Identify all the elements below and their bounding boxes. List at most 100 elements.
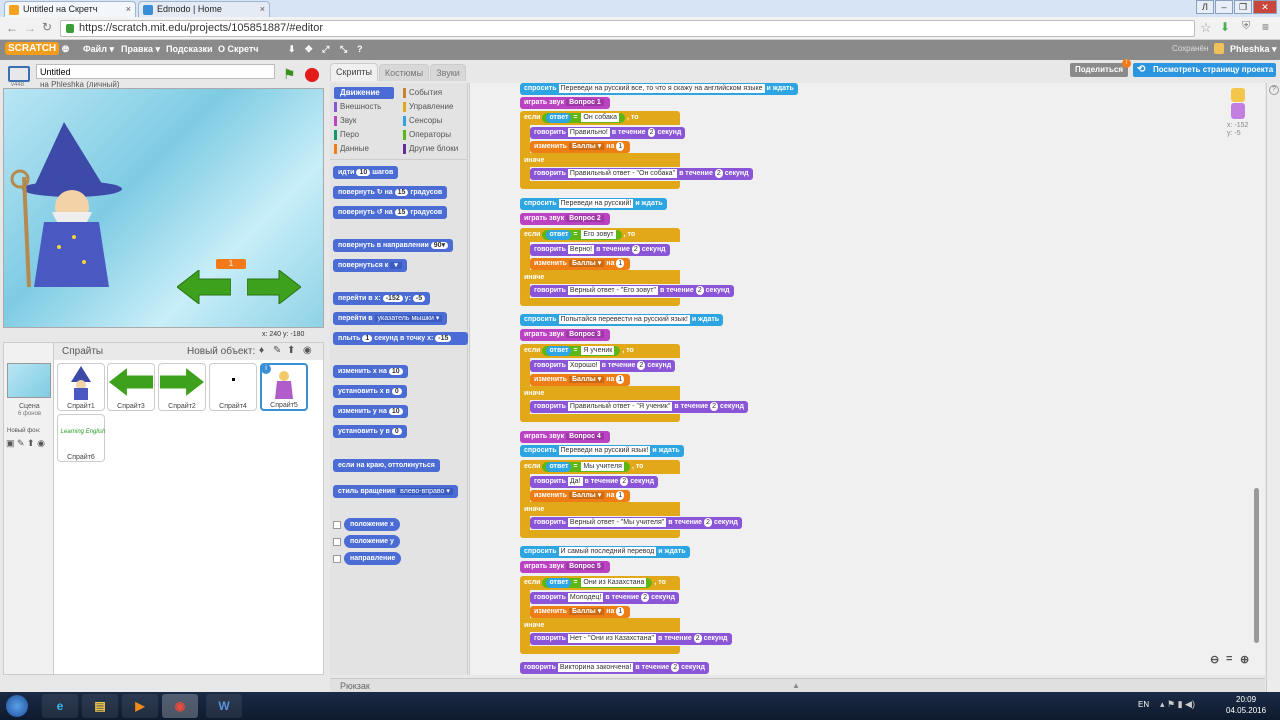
- url-field[interactable]: https://scratch.mit.edu/projects/1058518…: [60, 20, 1195, 37]
- backpack-bar[interactable]: Рюкзак ▲: [330, 678, 1265, 692]
- block-glide[interactable]: плыть 1 секунд в точку x: -15: [333, 332, 468, 345]
- upload-icon[interactable]: ⬆: [287, 345, 296, 356]
- help-circle-icon[interactable]: ?: [1269, 85, 1279, 95]
- profile-button[interactable]: Л: [1196, 0, 1214, 14]
- category-sound[interactable]: Звук: [334, 115, 356, 127]
- backdrop-tools-icon[interactable]: ▣ ✎ ⬆ ◉: [6, 438, 45, 448]
- block-move[interactable]: идти 10 шагов: [333, 166, 399, 179]
- avatar[interactable]: [1214, 43, 1224, 54]
- category-looks[interactable]: Внешность: [334, 101, 381, 113]
- close-window-button[interactable]: ✕: [1253, 0, 1277, 14]
- category-operators[interactable]: Операторы: [403, 129, 451, 141]
- block-point-towards[interactable]: повернуться к ▾: [333, 259, 407, 272]
- block-turn-left[interactable]: повернуть ↺ на 15 градусов: [333, 206, 448, 219]
- right-arrow-sprite[interactable]: [247, 270, 301, 304]
- block-rotation-style[interactable]: стиль вращения влево-вправо ▾: [333, 485, 458, 498]
- help-icon[interactable]: ?: [357, 44, 363, 54]
- stage-thumbnail[interactable]: [7, 363, 51, 398]
- forward-icon[interactable]: →: [24, 21, 36, 35]
- block-change-x[interactable]: изменить х на 10: [333, 365, 408, 378]
- tab-scripts[interactable]: Скрипты: [330, 63, 378, 81]
- shrink-icon[interactable]: ⤡: [340, 44, 348, 54]
- category-sensing[interactable]: Сенсоры: [403, 115, 442, 127]
- language-indicator[interactable]: EN: [1138, 700, 1150, 709]
- sprite-tile-2[interactable]: Спрайт2: [158, 363, 206, 411]
- download-icon[interactable]: ⬇: [1220, 20, 1231, 34]
- else-label[interactable]: иначе: [524, 622, 545, 629]
- block-goto[interactable]: перейти в указатель мышки ▾: [333, 312, 448, 325]
- zoom-out-icon[interactable]: ⊖: [1210, 654, 1220, 666]
- reporter-direction[interactable]: направление: [344, 552, 402, 565]
- vertical-scrollbar[interactable]: [1254, 488, 1259, 643]
- menu-icon[interactable]: ≡: [1262, 20, 1270, 34]
- explorer-icon[interactable]: ▤: [82, 694, 118, 718]
- checkbox-y[interactable]: [333, 538, 341, 546]
- category-more-blocks[interactable]: Другие блоки: [403, 143, 458, 155]
- camera-icon[interactable]: ◉: [303, 345, 312, 356]
- sprite-tile-5-selected[interactable]: i Спрайт5: [260, 363, 308, 411]
- start-button-icon[interactable]: [6, 695, 28, 717]
- block-bounce[interactable]: если на краю, оттолкнуться: [333, 459, 440, 472]
- stop-icon[interactable]: [305, 68, 319, 82]
- back-icon[interactable]: ←: [6, 21, 18, 35]
- maximize-button[interactable]: ❐: [1234, 0, 1252, 14]
- reporter-y-position[interactable]: положение y: [344, 535, 400, 548]
- ie-icon[interactable]: e: [42, 694, 78, 718]
- checkbox-direction[interactable]: [333, 555, 341, 563]
- share-button[interactable]: Поделиться: [1070, 63, 1128, 77]
- category-motion[interactable]: Движение: [334, 87, 394, 99]
- cut-icon[interactable]: ✥: [305, 44, 313, 54]
- media-player-icon[interactable]: ▶: [122, 694, 158, 718]
- zoom-reset-icon[interactable]: =: [1226, 653, 1233, 665]
- category-pen[interactable]: Перо: [334, 129, 359, 141]
- sprite-tile-3[interactable]: Спрайт3: [107, 363, 155, 411]
- tray-icons[interactable]: ▴ ⚑ ▮ ◀): [1160, 699, 1195, 709]
- globe-icon[interactable]: 🌐︎: [62, 44, 70, 54]
- sprite-tile-6[interactable]: Learning English Спрайт6: [57, 414, 105, 462]
- else-label[interactable]: иначе: [524, 506, 545, 513]
- choose-sprite-icon[interactable]: ♦: [259, 345, 265, 356]
- tab-sounds[interactable]: Звуки: [430, 64, 466, 81]
- green-flag-icon[interactable]: ⚑: [283, 66, 296, 82]
- block-change-y[interactable]: изменить у на 10: [333, 405, 408, 418]
- wizard-sprite[interactable]: [4, 117, 139, 292]
- grow-icon[interactable]: ⤢: [322, 44, 330, 54]
- info-icon[interactable]: i: [261, 364, 271, 374]
- chrome-icon[interactable]: ◉: [162, 694, 198, 718]
- else-label[interactable]: иначе: [524, 274, 545, 281]
- category-data[interactable]: Данные: [334, 143, 369, 155]
- duplicate-icon[interactable]: ⬇: [288, 44, 296, 54]
- sprite-tile-4[interactable]: Спрайт4: [209, 363, 257, 411]
- menu-edit[interactable]: Правка ▾: [121, 44, 161, 54]
- menu-about[interactable]: О Скретч: [218, 44, 259, 54]
- block-set-y[interactable]: установить у в 0: [333, 425, 407, 438]
- see-project-page-button[interactable]: ⟲ Посмотреть страницу проекта: [1133, 63, 1276, 77]
- tab-costumes[interactable]: Костюмы: [379, 64, 429, 81]
- minimize-button[interactable]: –: [1215, 0, 1233, 14]
- block-turn-right[interactable]: повернуть ↻ на 15 градусов: [333, 186, 448, 199]
- sprite-tile-1[interactable]: Спрайт1: [57, 363, 105, 411]
- paint-brush-icon[interactable]: ✎: [273, 345, 282, 356]
